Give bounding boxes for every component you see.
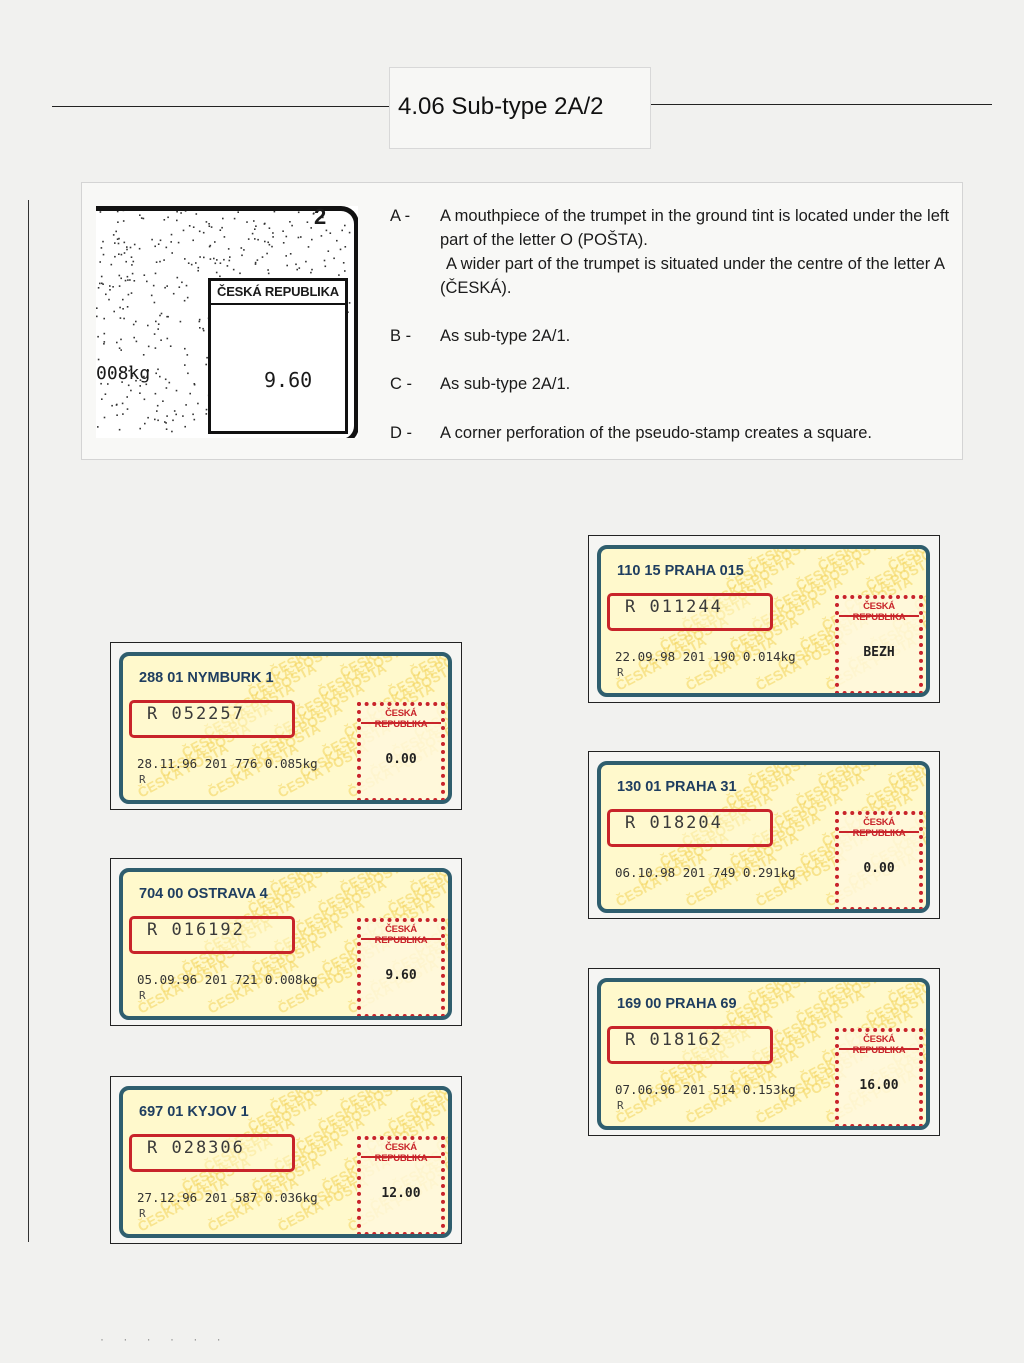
pseudo-stamp-country: ČESKÁ REPUBLIKA <box>361 1142 441 1164</box>
page-margin-rule <box>28 200 29 1242</box>
pseudo-stamp-value: BEZH <box>863 645 895 660</box>
pseudo-stamp-value: 12.00 <box>381 1186 421 1201</box>
sample-type-number: 2 <box>314 206 327 229</box>
pseudo-stamp-value: 0.00 <box>863 861 895 876</box>
sample-pseudo-stamp: ČESKÁ REPUBLIKA <box>208 278 348 434</box>
pseudo-stamp-country: ČESKÁ REPUBLIKA <box>361 924 441 946</box>
registration-box <box>129 916 295 954</box>
post-office-name: 130 01 PRAHA 31 <box>617 779 737 795</box>
sample-outer-border <box>96 206 358 438</box>
date-machine-weight: 28.11.96 201 776 0.085kg <box>137 756 318 771</box>
post-office-name: 704 00 OSTRAVA 4 <box>139 886 268 902</box>
pseudo-stamp: ČESKÁ REPUBLIKA BEZH <box>835 595 923 693</box>
registered-mark: R <box>617 1099 624 1112</box>
registration-box <box>607 809 773 847</box>
pseudo-stamp-country: ČESKÁ REPUBLIKA <box>839 817 919 839</box>
pseudo-stamp: ČESKÁ REPUBLIKA 9.60 <box>357 918 445 1016</box>
pseudo-stamp: ČESKÁ REPUBLIKA 0.00 <box>835 811 923 909</box>
pseudo-stamp-country: ČESKÁ REPUBLIKA <box>361 708 441 730</box>
page-title: 4.06 Sub-type 2A/2 <box>398 93 604 120</box>
pseudo-stamp-value: 0.00 <box>385 752 417 767</box>
pseudo-stamp: ČESKÁ REPUBLIKA 0.00 <box>357 702 445 800</box>
registered-mark: R <box>617 666 624 679</box>
note-letter: B - <box>390 327 412 345</box>
registered-mark: R <box>139 773 146 786</box>
registration-box <box>607 1026 773 1064</box>
pseudo-stamp-value: 16.00 <box>859 1078 899 1093</box>
registration-number: R 018162 <box>625 1030 723 1050</box>
heading-rule-right <box>650 104 992 105</box>
heading-box <box>390 68 650 148</box>
note-text: As sub-type 2A/1. <box>440 327 571 345</box>
registered-mark: R <box>139 1207 146 1220</box>
pseudo-stamp: ČESKÁ REPUBLIKA 12.00 <box>357 1136 445 1234</box>
note-text: A corner perforation of the pseudo-stamp… <box>440 424 872 442</box>
sample-country-label: ČESKÁ REPUBLIKA <box>211 281 345 305</box>
registration-number: R 028306 <box>147 1138 245 1158</box>
post-office-name: 110 15 PRAHA 015 <box>617 563 744 579</box>
sample-value: 9.60 <box>264 368 313 392</box>
note-text: As sub-type 2A/1. <box>440 375 571 393</box>
pseudo-stamp-country: ČESKÁ REPUBLIKA <box>839 601 919 623</box>
registration-box <box>129 700 295 738</box>
note-text: A mouthpiece of the trumpet in the groun… <box>440 207 950 249</box>
registration-number: R 052257 <box>147 704 245 724</box>
pseudo-stamp-country: ČESKÁ REPUBLIKA <box>839 1034 919 1056</box>
date-machine-weight: 07.06.96 201 514 0.153kg <box>615 1082 796 1097</box>
note-letter: C - <box>390 375 412 393</box>
post-office-name: 288 01 NYMBURK 1 <box>139 670 274 686</box>
note-text: A wider part of the trumpet is situated … <box>440 255 945 297</box>
pseudo-stamp: ČESKÁ REPUBLIKA 16.00 <box>835 1028 923 1126</box>
date-machine-weight: 05.09.96 201 721 0.008kg <box>137 972 318 987</box>
registration-number: R 018204 <box>625 813 723 833</box>
sample-weight: 008kg <box>96 363 151 384</box>
page-speckle: · · · · · · <box>100 1332 229 1346</box>
registration-number: R 011244 <box>625 597 723 617</box>
post-office-name: 697 01 KYJOV 1 <box>139 1104 249 1120</box>
post-office-name: 169 00 PRAHA 69 <box>617 996 737 1012</box>
date-machine-weight: 06.10.98 201 749 0.291kg <box>615 865 796 880</box>
pseudo-stamp-value: 9.60 <box>385 968 417 983</box>
sample-stamp-illustration: 2 ČESKÁ REPUBLIKA 008kg 9.60 <box>96 206 358 438</box>
registration-box <box>607 593 773 631</box>
note-letter: D - <box>390 424 412 442</box>
registration-number: R 016192 <box>147 920 245 940</box>
registered-mark: R <box>139 989 146 1002</box>
registration-box <box>129 1134 295 1172</box>
heading-rule-left <box>52 106 390 107</box>
date-machine-weight: 22.09.98 201 190 0.014kg <box>615 649 796 664</box>
note-letter: A - <box>390 207 411 225</box>
date-machine-weight: 27.12.96 201 587 0.036kg <box>137 1190 318 1205</box>
